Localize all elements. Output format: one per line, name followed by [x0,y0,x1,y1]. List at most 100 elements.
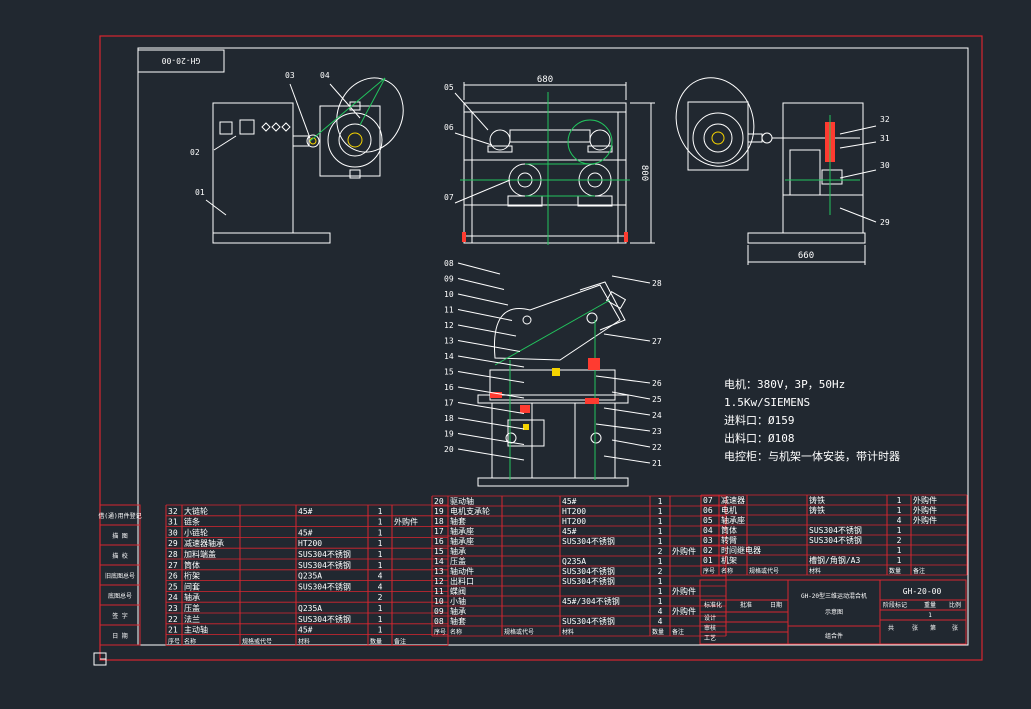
bom-right-header-1: 名称 [721,567,733,575]
bom-right-cell-04-0: 04 [703,526,713,535]
balloon-12: 12 [444,321,454,330]
bom-right-cell-04-3: SUS304不锈钢 [809,525,862,535]
bom-right-cell-03-4: 2 [897,536,902,545]
bom-right-cell-03-1: 转臂 [721,535,737,545]
title-sheet-4: 张 [952,624,958,632]
bom-right-cell-02-1: 时间继电器 [721,545,761,555]
bom-right-header-0: 序号 [703,567,715,575]
bom-mid-cell-09-0: 09 [434,607,444,616]
balloon-32: 32 [880,115,890,124]
bom-right-cell-07-3: 铸铁 [809,495,825,505]
left-strip-3: 旧底图总号 [105,572,135,580]
balloon-14: 14 [444,352,454,361]
bom-right-header-4: 数量 [889,567,901,575]
balloon-31: 31 [880,134,890,143]
balloon-15: 15 [444,368,454,377]
bom-left-cell-21-4: 1 [378,626,383,635]
bom-left-cell-32-1: 大链轮 [184,506,208,516]
bom-mid-cell-17-0: 17 [434,527,444,536]
bom-right-cell-06-0: 06 [703,506,713,515]
view-left [205,77,404,244]
note-inlet: 进料口：Ø159 [724,413,795,427]
bom-left-cell-23-1: 压盖 [184,603,200,613]
bom-left-cell-31-5: 外购件 [394,517,418,527]
balloon-09: 09 [444,275,454,284]
bom-mid-cell-18-0: 18 [434,517,444,526]
bom-mid-cell-08-1: 轴套 [450,616,466,626]
bom-left-header-4: 数量 [370,637,382,645]
bom-right-cell-07-0: 07 [703,496,713,505]
note-brand: 1.5Kw/SIEMENS [724,396,810,409]
bom-mid-cell-14-0: 14 [434,557,444,566]
balloon-04: 04 [320,71,330,80]
title-drawing-no: GH-20-00 [903,587,942,596]
bom-mid-cell-12-0: 12 [434,577,444,586]
bom-left-cell-24-0: 24 [168,593,178,602]
bom-mid-cell-17-3: 45# [562,527,577,536]
bom-left-cell-29-4: 1 [378,539,383,548]
title-col-scale: 比例 [949,601,961,609]
balloon-16: 16 [444,383,454,392]
bom-mid-cell-08-3: SUS304不锈钢 [562,616,615,626]
bom-mid-cell-15-4: 2 [658,547,663,556]
balloon-26: 26 [652,379,662,388]
balloon-10: 10 [444,290,454,299]
bom-right-cell-05-4: 4 [897,516,902,525]
bom-mid-header-4: 数量 [652,628,664,636]
bom-left-cell-22-4: 1 [378,615,383,624]
title-col-weight: 重量 [924,601,936,609]
bom-left-header-5: 备注 [394,637,406,645]
balloon-11: 11 [444,306,454,315]
bom-mid-cell-10-4: 1 [658,597,663,606]
bom-mid-cell-09-5: 外购件 [672,606,696,616]
bom-left-cell-24-1: 轴承 [184,592,200,602]
bom-left-cell-28-3: SUS304不锈钢 [298,549,351,559]
bom-right-cell-05-0: 05 [703,516,713,525]
bom-mid-cell-12-1: 出料口 [450,576,474,586]
bom-mid-cell-16-1: 轴承座 [450,536,474,546]
bom-left-cell-25-3: SUS304不锈钢 [298,581,351,591]
left-strip-1: 描 图 [112,532,128,540]
bom-right-cell-03-0: 03 [703,536,713,545]
bom-mid-header-2: 规格或代号 [504,628,534,636]
left-strip-4: 底图总号 [108,592,132,600]
balloon-28: 28 [652,279,662,288]
role-process: 工艺 [704,634,716,642]
bom-mid-cell-17-1: 轴承座 [450,526,474,536]
role-review: 审核 [704,624,716,632]
outer-frame [99,35,983,661]
bom-mid-cell-11-1: 蝶阀 [450,586,466,596]
bom-left-cell-27-0: 27 [168,561,178,570]
balloon-22: 22 [652,443,662,452]
bom-right-cell-02-4: 1 [897,546,902,555]
title-box-text: GH-20-00 [162,56,201,65]
dim-680 [463,82,627,100]
balloon-25: 25 [652,395,662,404]
centerline [309,77,386,142]
bom-left-cell-29-3: HT200 [298,539,322,548]
bom-left-cell-28-4: 1 [378,550,383,559]
dim-width-front: 680 [537,75,553,85]
bom-mid-cell-20-3: 45# [562,497,577,506]
balloon-20: 20 [444,445,454,454]
bom-mid-cell-14-4: 1 [658,557,663,566]
title-sheet-1: 共 [888,624,894,632]
title-scale: 1 [928,612,932,619]
role-date: 日期 [770,601,782,609]
bom-right-cell-02-0: 02 [703,546,713,555]
bom-left-cell-23-3: Q235A [298,604,322,613]
bom-left-cell-28-0: 28 [168,550,178,559]
bom-mid-cell-20-4: 1 [658,497,663,506]
balloon-17: 17 [444,399,454,408]
bom-mid-header-1: 名称 [450,628,462,636]
left-strip-6: 日 期 [112,632,128,640]
bom-right-cell-05-1: 轴承座 [721,515,745,525]
balloon-06: 06 [444,123,454,132]
bom-right-cell-01-0: 01 [703,556,713,565]
balloon-19: 19 [444,430,454,439]
bom-left-cell-32-4: 1 [378,507,383,516]
balloon-13: 13 [444,337,454,346]
role-approve: 批准 [740,601,752,609]
bom-mid-cell-10-3: 45#/304不锈钢 [562,596,620,606]
